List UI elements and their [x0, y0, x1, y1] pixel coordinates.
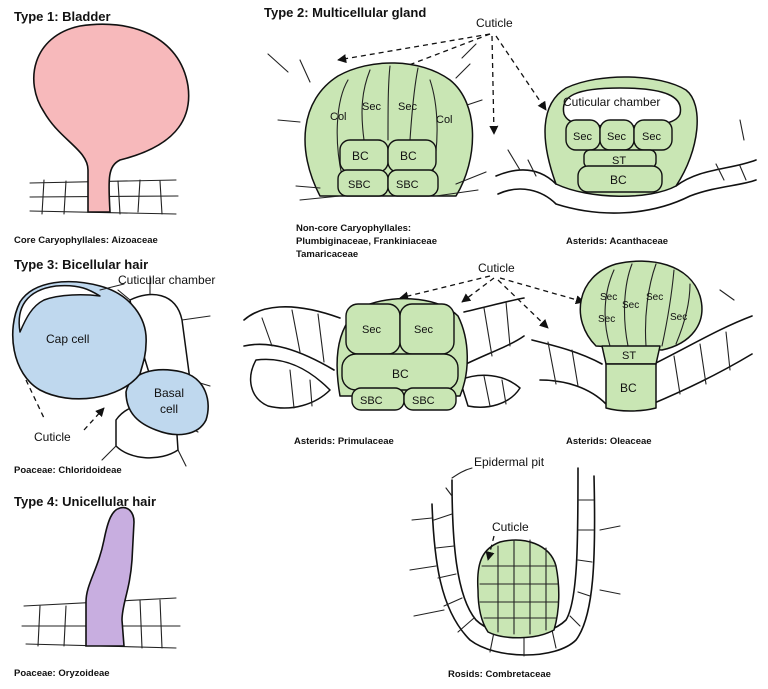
panel-d-caption: Asterids: Oleaceae: [566, 436, 652, 447]
panel-e-cuticle-label: Cuticle: [492, 520, 529, 534]
panel-a-sec-right: Sec: [398, 101, 417, 113]
type3-basal-line2: cell: [160, 402, 178, 416]
unicellular-hair: [85, 506, 135, 647]
cap-cell: [11, 280, 147, 400]
panel-a-sbc-right: SBC: [396, 179, 419, 191]
panel-b-st: ST: [612, 155, 626, 167]
panel-b-sec3: Sec: [642, 131, 661, 143]
panel-b-caption: Asterids: Acanthaceae: [566, 236, 668, 247]
type4-heading: Type 4: Unicellular hair: [14, 494, 156, 509]
panel-c: Sec Sec BC SBC SBC Asterids: Primulaceae: [243, 297, 525, 447]
panel-a-sec-left: Sec: [362, 101, 381, 113]
panel-d-gland: [579, 260, 703, 412]
panel-d-sec4: Sec: [598, 314, 615, 325]
panel-a-bc-left: BC: [352, 149, 369, 163]
type3-panel: Type 3: Bicellular hair Cuticular chambe…: [11, 257, 215, 476]
cuticle-arrows-mid: [399, 275, 585, 329]
panel-b: Cuticular chamber Sec Sec Sec ST BC Aste…: [495, 76, 757, 247]
type3-cuticle-label: Cuticle: [34, 430, 71, 444]
panel-e-gland: [476, 539, 560, 639]
type3-cap-label: Cap cell: [46, 332, 89, 346]
panel-a-caption-line1: Non-core Caryophyllales:: [296, 223, 411, 234]
panel-e: Epidermal pit Cuticle Rosids: Combretace…: [409, 455, 621, 680]
panel-c-epidermis: [249, 358, 521, 409]
panel-d-sec1: Sec: [600, 292, 617, 303]
panel-a-col-left: Col: [330, 111, 347, 123]
panel-a-col-right: Col: [436, 114, 453, 126]
bladder-cell: [32, 23, 190, 213]
panel-d-sec5: Sec: [670, 312, 687, 323]
panel-b-chamber-label: Cuticular chamber: [563, 95, 660, 109]
panel-b-gland: [544, 76, 698, 197]
panel-d-sec3: Sec: [646, 292, 663, 303]
panel-c-sec-right: Sec: [414, 324, 433, 336]
cuticle-label-top: Cuticle: [476, 16, 513, 30]
panel-b-sec2: Sec: [607, 131, 626, 143]
panel-c-sbc-left: SBC: [360, 395, 383, 407]
type3-heading: Type 3: Bicellular hair: [14, 257, 148, 272]
panel-a: Col Col Sec Sec BC BC SBC SBC Non-core C…: [267, 43, 487, 260]
panel-a-caption-line3: Tamaricaceae: [296, 249, 358, 260]
panel-c-sbc-right: SBC: [412, 395, 435, 407]
panel-d-st: ST: [622, 350, 636, 362]
panel-a-gland: [304, 62, 474, 197]
panel-b-bc: BC: [610, 173, 627, 187]
basal-cell: [125, 369, 209, 436]
panel-c-bc: BC: [392, 367, 409, 381]
type4-panel: Type 4: Unicellular hair Poaceae: Oryzoi…: [14, 494, 181, 679]
cuticle-label-mid: Cuticle: [478, 261, 515, 275]
panel-c-sec-left: Sec: [362, 324, 381, 336]
type2-heading: Type 2: Multicellular gland: [264, 5, 426, 20]
panel-a-caption-line2: Plumbiginaceae, Frankiniaceae: [296, 236, 437, 247]
panel-c-gland: [336, 297, 468, 411]
type1-panel: Type 1: Bladder Core Caryophyllales: Aiz…: [14, 9, 190, 246]
panel-a-sbc-left: SBC: [348, 179, 371, 191]
panel-d-sec2: Sec: [622, 300, 639, 311]
type3-basal-line1: Basal: [154, 386, 184, 400]
type3-caption: Poaceae: Chloridoideae: [14, 465, 122, 476]
panel-e-pit-label: Epidermal pit: [474, 455, 545, 469]
panel-d-bc: BC: [620, 381, 637, 395]
panel-b-sec1: Sec: [573, 131, 592, 143]
type4-caption: Poaceae: Oryzoideae: [14, 668, 110, 679]
type1-heading: Type 1: Bladder: [14, 9, 111, 24]
panel-a-bc-right: BC: [400, 149, 417, 163]
type3-chamber-label: Cuticular chamber: [118, 273, 215, 287]
cuticular-chamber: [18, 284, 101, 333]
panel-e-caption: Rosids: Combretaceae: [448, 669, 551, 680]
type1-caption: Core Caryophyllales: Aizoaceae: [14, 235, 158, 246]
panel-d: Sec Sec Sec Sec Sec ST BC Asterids: Olea…: [531, 260, 753, 447]
panel-c-caption: Asterids: Primulaceae: [294, 436, 394, 447]
